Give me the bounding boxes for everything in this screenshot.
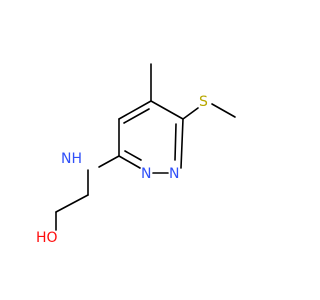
bond-c6-s (182, 107, 199, 120)
bond-c3-n2 (118, 155, 141, 169)
bond-s-methyl (211, 103, 236, 118)
bond-c6-c5 (150, 100, 184, 120)
atom-n-ring-left: N (141, 166, 151, 182)
atom-nh: NH (61, 151, 82, 167)
bond-n1-c6-double (174, 123, 177, 161)
molecule-structure: NH N N S HO (36, 63, 236, 246)
atom-hydroxyl: HO (36, 230, 58, 246)
bond-c3-nh (98, 155, 120, 168)
bonds (55, 63, 236, 231)
bond-c5-c4-double (123, 108, 150, 124)
bond-c3-n2-double (124, 150, 142, 161)
atom-sulfur: S (199, 94, 208, 110)
atom-labels: NH N N S HO (36, 94, 208, 246)
bond-c5-c4 (118, 100, 152, 120)
bond-ch2-ch2 (55, 194, 89, 213)
atom-n-ring-right: N (169, 166, 179, 182)
bond-n1-c6 (180, 118, 184, 169)
